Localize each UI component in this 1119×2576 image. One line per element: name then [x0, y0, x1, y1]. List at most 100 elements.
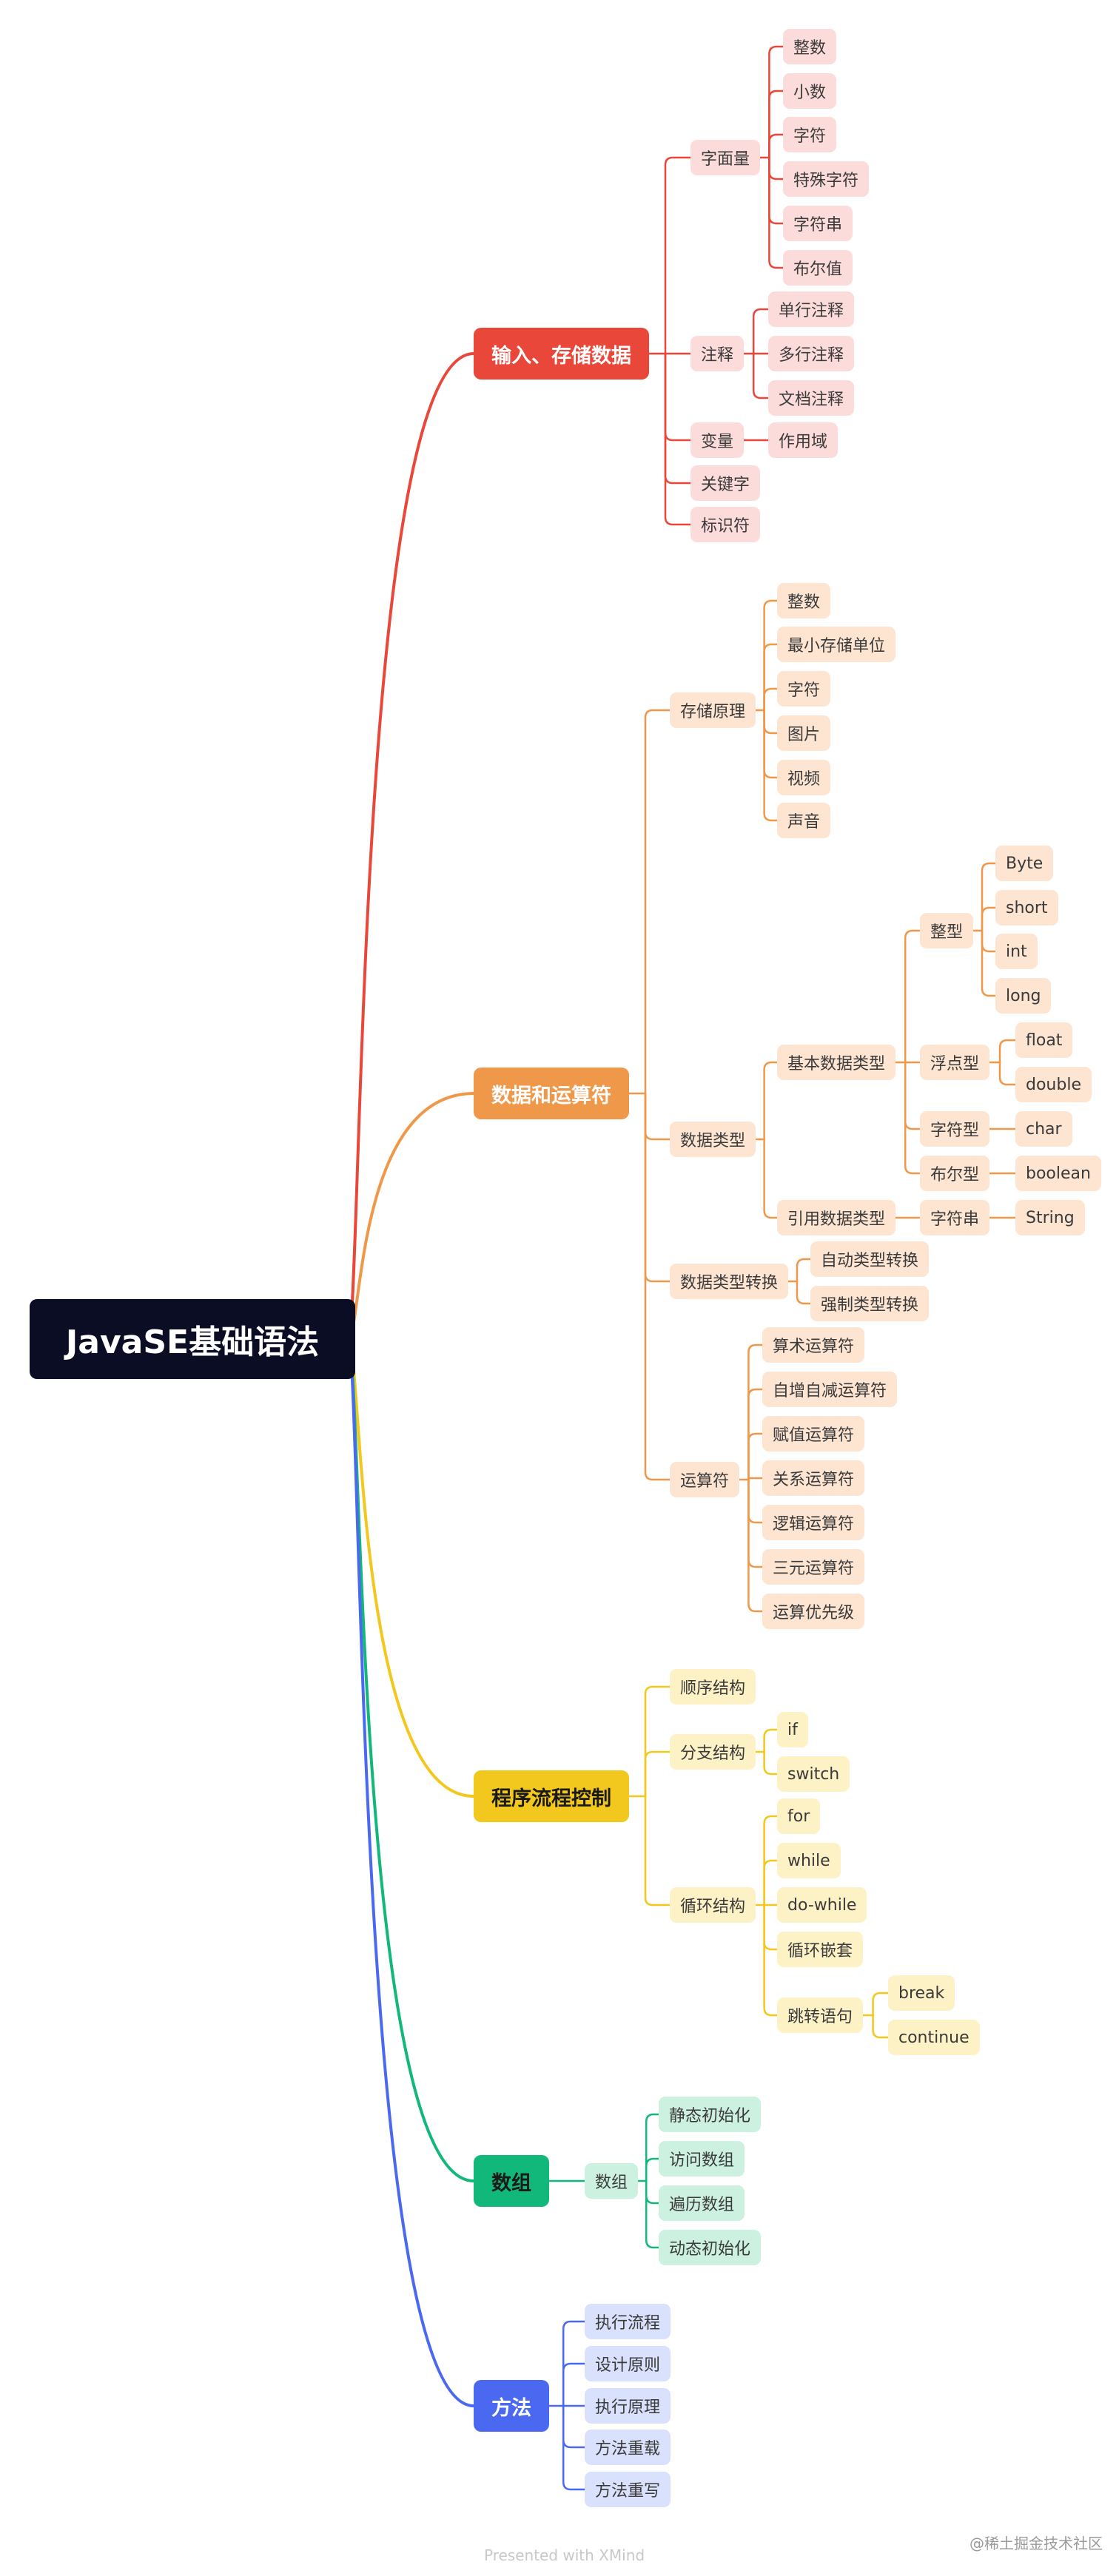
connector-b3-1 — [644, 1685, 671, 1798]
topic-auto-conversion[interactable]: 自动类型转换 — [810, 1241, 930, 1277]
connector-b1-2-1 — [752, 308, 770, 355]
topic-do-while[interactable]: do-while — [777, 1887, 867, 1923]
topic-access-array[interactable]: 访问数组 — [659, 2141, 745, 2177]
topic-storage-principle[interactable]: 存储原理 — [670, 692, 756, 728]
topic-execution-principle[interactable]: 执行原理 — [585, 2388, 671, 2424]
topic-sequential[interactable]: 顺序结构 — [670, 1669, 756, 1705]
topic-while[interactable]: while — [777, 1843, 841, 1878]
root-topic[interactable]: JavaSE基础语法 — [30, 1299, 355, 1379]
topic-keyword[interactable]: 关键字 — [690, 465, 761, 501]
connector-b2-1-2 — [763, 643, 779, 712]
connector-b2-2-1 — [763, 1061, 779, 1141]
topic-literal-special-char[interactable]: 特殊字符 — [783, 161, 870, 197]
topic-method-overloading[interactable]: 方法重载 — [585, 2430, 671, 2465]
branch-arrays[interactable]: 数组 — [474, 2155, 549, 2207]
branch-methods[interactable]: 方法 — [474, 2380, 549, 2432]
topic-identifier[interactable]: 标识符 — [690, 507, 761, 542]
topic-char[interactable]: char — [1015, 1111, 1072, 1147]
connector-b1-2-3 — [752, 352, 770, 399]
connector-root-b2 — [346, 1092, 475, 1341]
topic-doc-comment[interactable]: 文档注释 — [768, 380, 855, 416]
branch-input-storage[interactable]: 输入、存储数据 — [474, 328, 649, 380]
topic-float-type[interactable]: 浮点型 — [920, 1045, 990, 1080]
connector-b2-4-1 — [747, 1343, 764, 1481]
topic-integer-type[interactable]: 整型 — [920, 913, 974, 948]
topic-reference-types[interactable]: 引用数据类型 — [777, 1200, 896, 1235]
connector-b1-1-4 — [768, 156, 784, 181]
topic-literal[interactable]: 字面量 — [690, 140, 761, 175]
topic-relational-operators[interactable]: 关系运算符 — [762, 1460, 865, 1496]
topic-boolean-type[interactable]: 布尔型 — [920, 1156, 990, 1191]
connector-b3-3-2 — [763, 1859, 779, 1906]
topic-double[interactable]: double — [1015, 1067, 1092, 1102]
connector-b1-1-6 — [768, 156, 784, 269]
topic-if[interactable]: if — [777, 1712, 808, 1747]
topic-byte[interactable]: Byte — [995, 846, 1054, 881]
topic-operator-precedence[interactable]: 运算优先级 — [762, 1594, 865, 1629]
topic-traverse-array[interactable]: 遍历数组 — [659, 2185, 745, 2221]
topic-assignment-operators[interactable]: 赋值运算符 — [762, 1416, 865, 1451]
topic-ternary-operator[interactable]: 三元运算符 — [762, 1549, 865, 1585]
topic-literal-decimal[interactable]: 小数 — [783, 73, 837, 109]
topic-dynamic-init[interactable]: 动态初始化 — [659, 2230, 762, 2265]
connector-b1-4 — [664, 352, 692, 485]
connector-b2-3 — [644, 1092, 671, 1283]
connector-b2-2-2 — [763, 1138, 779, 1219]
topic-branching[interactable]: 分支结构 — [670, 1734, 756, 1770]
topic-storage-audio[interactable]: 声音 — [777, 803, 831, 838]
topic-for[interactable]: for — [777, 1798, 821, 1834]
topic-scope[interactable]: 作用域 — [768, 422, 839, 458]
connector-b3-2-2 — [763, 1750, 779, 1776]
topic-method-overriding[interactable]: 方法重写 — [585, 2472, 671, 2507]
topic-float[interactable]: float — [1015, 1022, 1073, 1058]
topic-literal-boolean[interactable]: 布尔值 — [783, 250, 853, 286]
connector-b2-1-5 — [763, 709, 779, 779]
topic-switch[interactable]: switch — [777, 1756, 850, 1792]
topic-arithmetic-operators[interactable]: 算术运算符 — [762, 1327, 865, 1363]
topic-boolean[interactable]: boolean — [1015, 1156, 1101, 1191]
topic-break[interactable]: break — [888, 1975, 955, 2011]
topic-single-line-comment[interactable]: 单行注释 — [768, 291, 855, 327]
connector-b2-3-2 — [796, 1280, 812, 1305]
topic-literal-integer[interactable]: 整数 — [783, 29, 837, 64]
topic-static-init[interactable]: 静态初始化 — [659, 2097, 762, 2132]
topic-storage-image[interactable]: 图片 — [777, 715, 831, 751]
topic-literal-string[interactable]: 字符串 — [783, 206, 853, 241]
topic-design-principle[interactable]: 设计原则 — [585, 2346, 671, 2381]
connector-b3-3 — [644, 1795, 671, 1906]
topic-nested-loops[interactable]: 循环嵌套 — [777, 1932, 864, 1967]
topic-type-conversion[interactable]: 数据类型转换 — [670, 1264, 789, 1299]
connector-b2-2-1-3 — [904, 1061, 921, 1130]
topic-operators[interactable]: 运算符 — [670, 1462, 740, 1497]
topic-literal-char[interactable]: 字符 — [783, 117, 837, 152]
topic-increment-operators[interactable]: 自增自减运算符 — [762, 1372, 898, 1407]
topic-storage-video[interactable]: 视频 — [777, 760, 831, 795]
connector-b2-2-1-1-3 — [981, 929, 997, 953]
topic-continue[interactable]: continue — [888, 2020, 980, 2055]
topic-data-type[interactable]: 数据类型 — [670, 1122, 756, 1157]
connector-b1-1 — [664, 156, 692, 355]
branch-flow-control[interactable]: 程序流程控制 — [474, 1770, 629, 1822]
topic-comment[interactable]: 注释 — [690, 336, 745, 371]
connector-root-b1 — [346, 352, 475, 1341]
topic-multi-line-comment[interactable]: 多行注释 — [768, 336, 855, 371]
topic-string[interactable]: String — [1015, 1200, 1085, 1235]
topic-short[interactable]: short — [995, 890, 1058, 925]
topic-array[interactable]: 数组 — [585, 2163, 639, 2199]
topic-forced-conversion[interactable]: 强制类型转换 — [810, 1286, 930, 1321]
topic-storage-integer[interactable]: 整数 — [777, 583, 831, 618]
branch-data-operators[interactable]: 数据和运算符 — [474, 1068, 629, 1119]
connector-b4-1-4 — [645, 2179, 660, 2249]
topic-storage-char[interactable]: 字符 — [777, 671, 831, 707]
topic-long[interactable]: long — [995, 978, 1052, 1014]
topic-min-storage-unit[interactable]: 最小存储单位 — [777, 627, 896, 662]
topic-execution-flow[interactable]: 执行流程 — [585, 2304, 671, 2339]
topic-variable[interactable]: 变量 — [690, 422, 745, 458]
topic-jump-statements[interactable]: 跳转语句 — [777, 1997, 864, 2033]
topic-char-type[interactable]: 字符型 — [920, 1111, 990, 1147]
topic-primitive-types[interactable]: 基本数据类型 — [777, 1045, 896, 1080]
topic-string-type[interactable]: 字符串 — [920, 1200, 990, 1235]
topic-loops[interactable]: 循环结构 — [670, 1887, 756, 1923]
topic-logical-operators[interactable]: 逻辑运算符 — [762, 1505, 865, 1540]
topic-int[interactable]: int — [995, 934, 1038, 969]
